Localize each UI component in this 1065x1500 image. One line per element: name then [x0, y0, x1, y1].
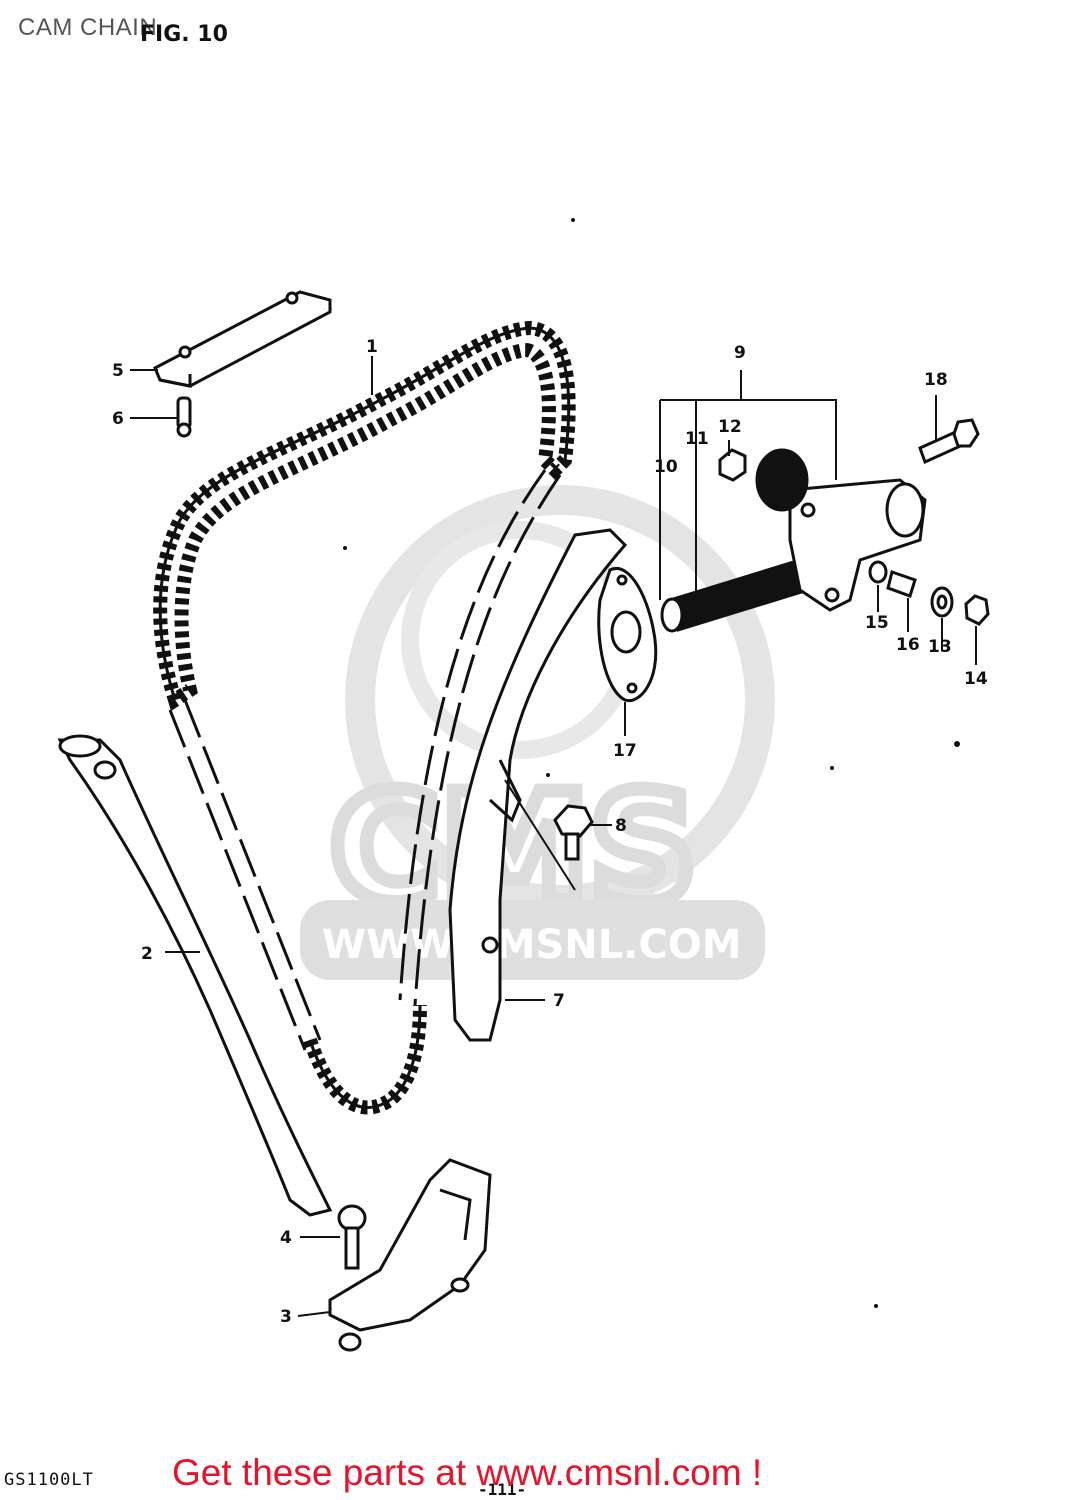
callout-leaders [130, 356, 977, 1317]
callout-17: 17 [613, 741, 637, 761]
part-16-pin [886, 570, 917, 598]
part-17-gasket [597, 566, 658, 703]
callout-13: 13 [928, 637, 952, 657]
callout-18: 18 [924, 370, 948, 390]
cam-chain-diagram: CMS WWW.CMSNL.COM [57, 218, 990, 1352]
part-2-chain-guide [57, 734, 333, 1217]
callout-7: 7 [553, 991, 565, 1011]
get-parts-link[interactable]: Get these parts at www.cmsnl.com ! [172, 1452, 763, 1493]
callout-1: 1 [366, 337, 378, 357]
part-7-tensioner-guide [448, 528, 628, 1042]
part-1-cam-chain [153, 320, 576, 1115]
part-15-o-ring [868, 560, 888, 584]
callout-11: 11 [685, 429, 709, 449]
figure-label: FIG. 10 [140, 22, 228, 47]
callout-9: 9 [734, 343, 746, 363]
callout-3: 3 [280, 1307, 292, 1327]
callout-8: 8 [615, 816, 627, 836]
callout-10: 10 [654, 457, 678, 477]
callout-5: 5 [112, 361, 124, 381]
callout-12: 12 [718, 417, 742, 437]
part-9-tensioner-assembly [660, 448, 927, 633]
callout-14: 14 [964, 669, 988, 689]
callout-4: 4 [280, 1228, 292, 1248]
callout-15: 15 [865, 613, 889, 633]
scan-specks [343, 218, 960, 1308]
page-number: -111- [478, 1480, 527, 1499]
callout-2: 2 [141, 944, 153, 964]
part-4-bolt [337, 1204, 367, 1270]
part-18-bolt [918, 418, 980, 465]
part-3-guide-bracket [328, 1158, 492, 1352]
part-13-washer [930, 586, 954, 618]
part-14-nut [964, 594, 990, 626]
part-12-nut [718, 448, 747, 482]
model-code: GS1100LT [4, 1470, 94, 1490]
callout-16: 16 [896, 635, 920, 655]
callout-6: 6 [112, 409, 124, 429]
part-6-bolt [176, 396, 192, 438]
part-8-bolt [553, 804, 594, 861]
watermark-url: WWW.CMSNL.COM [322, 922, 742, 968]
page-title: CAM CHAIN [18, 14, 158, 41]
part-8-leader [504, 779, 576, 891]
part-5-upper-guide [153, 290, 332, 388]
